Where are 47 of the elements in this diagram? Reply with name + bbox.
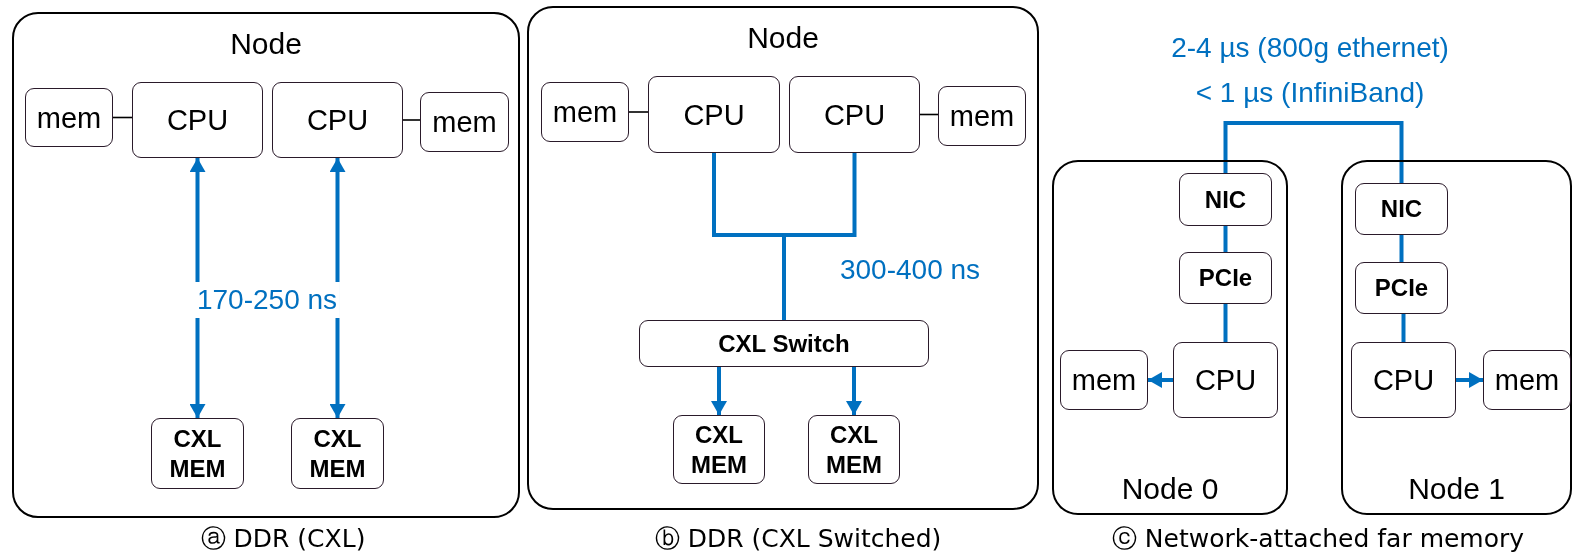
latency-label: 2-4 µs (800g ethernet)	[1171, 32, 1449, 64]
component-box: NIC	[1179, 173, 1272, 226]
component-box: mem	[1483, 350, 1571, 410]
component-box: PCIe	[1179, 252, 1272, 304]
component-box: CXL MEM	[151, 418, 244, 489]
component-box: mem	[420, 92, 509, 152]
connector-line	[1223, 226, 1228, 252]
component-box: CPU	[272, 82, 403, 158]
component-box: CPU	[648, 76, 780, 153]
caption: ⓒ Network-attached far memory	[1111, 522, 1525, 554]
component-box: CXL Switch	[639, 320, 929, 367]
component-box: CXL MEM	[673, 415, 765, 484]
component-box: CPU	[132, 82, 263, 158]
connector-line	[1399, 235, 1404, 262]
component-box: mem	[541, 82, 629, 142]
arrow	[846, 367, 862, 415]
connector-line	[1223, 121, 1404, 183]
panel-title: Node 1	[1408, 471, 1505, 507]
connector-line	[1401, 314, 1406, 342]
node-panel	[1052, 160, 1288, 515]
caption: ⓑ DDR (CXL Switched)	[654, 522, 942, 554]
component-box: CXL MEM	[808, 415, 900, 484]
connector-line	[402, 119, 421, 121]
component-box: CPU	[789, 76, 920, 153]
component-box: mem	[1060, 350, 1148, 410]
connector-line	[919, 113, 939, 116]
component-box: CPU	[1351, 342, 1456, 418]
component-box: NIC	[1355, 183, 1448, 235]
node-panel	[1341, 160, 1572, 515]
latency-label: < 1 µs (InfiniBand)	[1195, 77, 1425, 109]
caption: ⓐ DDR (CXL)	[200, 522, 366, 554]
panel-title: Node 0	[1121, 471, 1219, 507]
arrow	[1148, 372, 1173, 388]
connector-line	[628, 111, 649, 113]
latency-label: 170-250 ns	[193, 282, 341, 318]
arrow	[1456, 372, 1483, 388]
component-box: mem	[938, 86, 1026, 146]
component-box: mem	[25, 88, 113, 147]
component-box: CXL MEM	[291, 418, 384, 489]
arrow	[711, 367, 727, 415]
connector-line	[112, 116, 133, 119]
component-box: CPU	[1173, 342, 1278, 418]
panel-title: Node	[747, 20, 819, 56]
connector-line	[1223, 304, 1228, 342]
component-box: PCIe	[1355, 262, 1448, 314]
panel-title: Node	[230, 26, 302, 62]
connector-line	[782, 153, 857, 320]
